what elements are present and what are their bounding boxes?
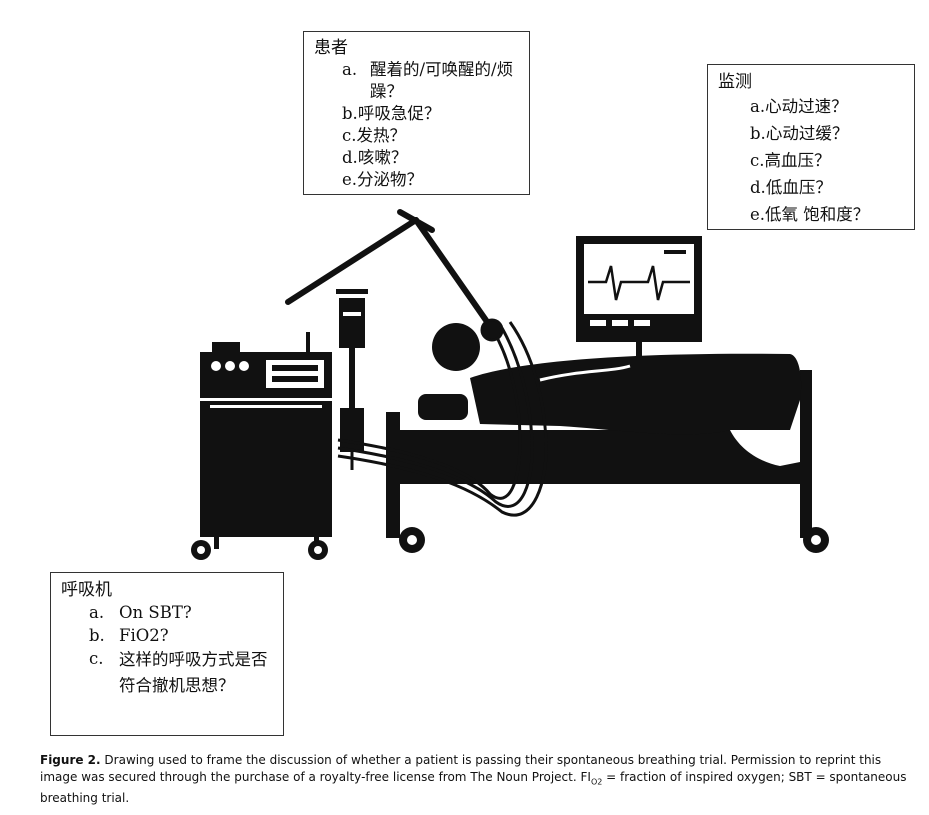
- item-label: a.: [750, 97, 766, 116]
- breathing-tubes-icon: [337, 318, 548, 517]
- list-item: e.分泌物？: [314, 169, 519, 191]
- monitor-callout-box: 监测 a.心动过速？ b.心动过缓？ c.高血压？ d.低血压？ e.低氧 饱和…: [707, 64, 915, 230]
- item-text: 心动过速？: [765, 97, 848, 116]
- figure-caption: Figure 2. Drawing used to frame the disc…: [40, 752, 920, 807]
- item-label: e.: [750, 205, 766, 224]
- hospital-bed-icon: [386, 370, 829, 553]
- item-text: 心动过缓？: [765, 124, 849, 143]
- item-text: On SBT?: [119, 603, 192, 622]
- patient-icon: [418, 323, 802, 466]
- item-label: c.: [750, 151, 765, 170]
- monitor-checklist: a.心动过速？ b.心动过缓？ c.高血压？ d.低血压？ e.低氧 饱和度？: [718, 93, 904, 228]
- fio2-subscript-main: I: [587, 770, 591, 784]
- item-text: 低氧 饱和度？: [765, 205, 870, 224]
- item-text: 高血压？: [764, 151, 831, 170]
- ventilator-box-title: 呼吸机: [61, 580, 112, 600]
- caption-text-end: = fraction of inspired oxygen; SBT = spo…: [40, 770, 907, 806]
- list-item: d.咳嗽？: [314, 147, 519, 169]
- list-item: c. 这样的呼吸方式是否符合撤机思想？: [61, 647, 273, 699]
- list-item: b.心动过缓？: [718, 120, 904, 147]
- list-item: c.高血压？: [718, 147, 904, 174]
- caption-text: Drawing used to frame the discussion of …: [40, 753, 882, 784]
- item-label: a.: [342, 60, 358, 79]
- item-text: 低血压？: [765, 178, 832, 197]
- item-label: e.: [342, 170, 358, 189]
- list-item: a. On SBT?: [61, 601, 273, 624]
- list-item: c.发热？: [314, 125, 519, 147]
- list-item: e.低氧 饱和度？: [718, 201, 904, 228]
- item-text: 分泌物？: [357, 170, 424, 189]
- list-item: b.呼吸急促？: [314, 103, 519, 125]
- item-text: 这样的呼吸方式是否符合撤机思想？: [119, 650, 268, 695]
- fio2-subscript: O2: [590, 777, 603, 787]
- item-text: 咳嗽？: [357, 148, 408, 167]
- list-item: d.低血压？: [718, 174, 904, 201]
- figure-label: Figure 2.: [40, 753, 101, 767]
- item-label: c.: [89, 649, 104, 668]
- heart-monitor-icon: [576, 236, 702, 372]
- item-label: b.: [750, 124, 766, 143]
- list-item: b. FiO2?: [61, 624, 273, 647]
- item-text: FiO2?: [119, 626, 169, 645]
- list-item: a.心动过速？: [718, 93, 904, 120]
- oxygen-arm-icon: [285, 209, 493, 329]
- item-label: b.: [342, 104, 358, 123]
- item-label: a.: [89, 603, 105, 622]
- item-text: 醒着的/可唤醒的/烦躁？: [370, 60, 514, 101]
- item-text: 发热？: [356, 126, 407, 145]
- item-label: d.: [342, 148, 358, 167]
- monitor-box-title: 监测: [718, 72, 752, 92]
- item-label: d.: [750, 178, 766, 197]
- ventilator-icon: [191, 332, 332, 560]
- item-text: 呼吸急促？: [357, 104, 441, 123]
- patient-callout-box: 患者 a. 醒着的/可唤醒的/烦躁？ b.呼吸急促？ c.发热？ d.咳嗽？ e.…: [303, 31, 530, 195]
- ventilator-checklist: a. On SBT? b. FiO2? c. 这样的呼吸方式是否符合撤机思想？: [61, 601, 273, 699]
- item-label: b.: [89, 626, 105, 645]
- iv-pole-icon: [336, 289, 368, 470]
- patient-checklist: a. 醒着的/可唤醒的/烦躁？ b.呼吸急促？ c.发热？ d.咳嗽？ e.分泌物…: [314, 59, 519, 191]
- item-label: c.: [342, 126, 357, 145]
- patient-box-title: 患者: [314, 38, 348, 58]
- list-item: a. 醒着的/可唤醒的/烦躁？: [314, 59, 519, 103]
- ventilator-callout-box: 呼吸机 a. On SBT? b. FiO2? c. 这样的呼吸方式是否符合撤机思想？: [50, 572, 284, 736]
